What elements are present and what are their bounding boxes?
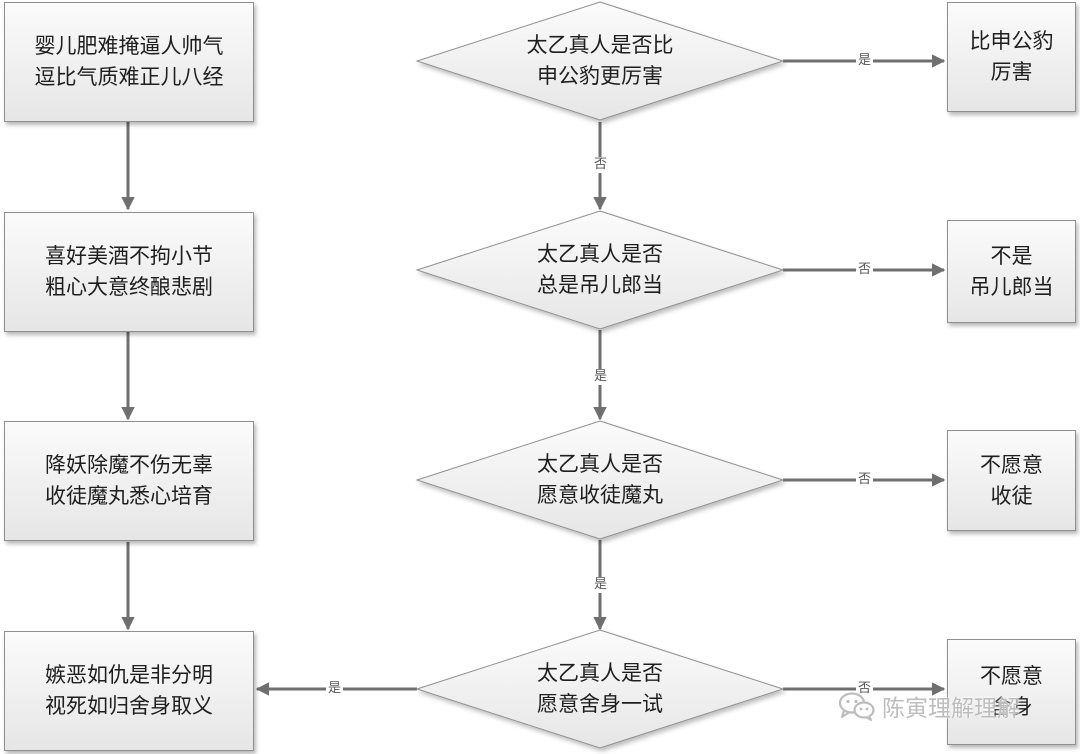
outcome-box-1-line-1: 比申公豹 (969, 29, 1054, 53)
outcome-box-3: 不愿意收徒 (947, 430, 1076, 531)
trait-box-2: 喜好美酒不拘小节粗心大意终酿悲剧 (4, 212, 254, 332)
decision-diamond-4 (415, 629, 785, 749)
outcome-box-2-line-2: 吊儿郎当 (969, 274, 1054, 299)
trait-box-4-line-2: 视死如归舍身取义 (45, 694, 213, 718)
edge-label-d4-left: 是 (326, 681, 344, 697)
trait-box-2-line-1: 喜好美酒不拘小节 (45, 244, 213, 268)
decision-2-line-2: 总是吊儿郎当 (537, 273, 663, 297)
watermark-text: 陈寅理解理解 (882, 696, 1020, 722)
decision-1-line-2: 申公豹更厉害 (537, 64, 663, 88)
outcome-box-2: 不是吊儿郎当 (947, 220, 1076, 323)
decision-2-line-1: 太乙真人是否 (537, 242, 663, 266)
outcome-box-4: 不愿意舍身 (947, 639, 1076, 745)
trait-box-3: 降妖除魔不伤无辜收徒魔丸悉心培育 (4, 421, 254, 541)
outcome-box-3-line-2: 收徒 (990, 483, 1033, 508)
edge-label-d3-down: 是 (592, 577, 610, 593)
decision-4-line-2: 愿意舍身一试 (537, 692, 663, 716)
trait-box-2-line-2: 粗心大意终酿悲剧 (45, 275, 213, 299)
edge-label-d2-down: 是 (592, 369, 610, 385)
trait-box-3-line-2: 收徒魔丸悉心培育 (45, 484, 213, 508)
trait-box-1-line-2: 逗比气质难正儿八经 (34, 65, 224, 89)
outcome-box-4-line-2: 舍身 (990, 695, 1033, 719)
trait-box-4: 嫉恶如仇是非分明视死如归舍身取义 (4, 631, 254, 751)
trait-box-1: 婴儿肥难掩逼人帅气逗比气质难正儿八经 (4, 2, 254, 122)
decision-text-3: 太乙真人是否愿意收徒魔丸 (480, 449, 720, 511)
decision-3-line-1: 太乙真人是否 (537, 452, 663, 476)
decision-4-line-1: 太乙真人是否 (537, 661, 663, 685)
edge-label-d1-right: 是 (856, 53, 874, 69)
wechat-icon (838, 692, 875, 721)
decision-diamond-1 (415, 1, 785, 121)
trait-box-3-line-1: 降妖除魔不伤无辜 (45, 453, 213, 477)
outcome-box-1-line-2: 厉害 (990, 60, 1033, 84)
outcome-box-3-line-1: 不愿意 (980, 452, 1043, 477)
decision-diamond-3 (415, 420, 785, 540)
decision-1-line-1: 太乙真人是否比 (526, 33, 674, 57)
edge-label-d3-right: 否 (856, 472, 874, 488)
trait-box-1-line-1: 婴儿肥难掩逼人帅气 (34, 34, 224, 58)
edge-label-d2-right: 否 (856, 262, 874, 278)
outcome-box-2-line-1: 不是 (990, 243, 1033, 268)
trait-box-4-line-1: 嫉恶如仇是非分明 (45, 663, 213, 687)
decision-text-1: 太乙真人是否比申公豹更厉害 (480, 30, 720, 92)
edge-label-d4-right: 否 (856, 681, 874, 697)
watermark: 陈寅理解理解 (838, 689, 1020, 723)
decision-text-2: 太乙真人是否总是吊儿郎当 (480, 239, 720, 301)
decision-diamond-2 (415, 210, 785, 330)
outcome-box-1: 比申公豹厉害 (947, 2, 1076, 112)
decision-3-line-2: 愿意收徒魔丸 (537, 483, 663, 507)
edge-label-d1-down: 否 (592, 157, 610, 173)
outcome-box-4-line-1: 不愿意 (980, 664, 1043, 688)
decision-text-4: 太乙真人是否愿意舍身一试 (480, 658, 720, 720)
